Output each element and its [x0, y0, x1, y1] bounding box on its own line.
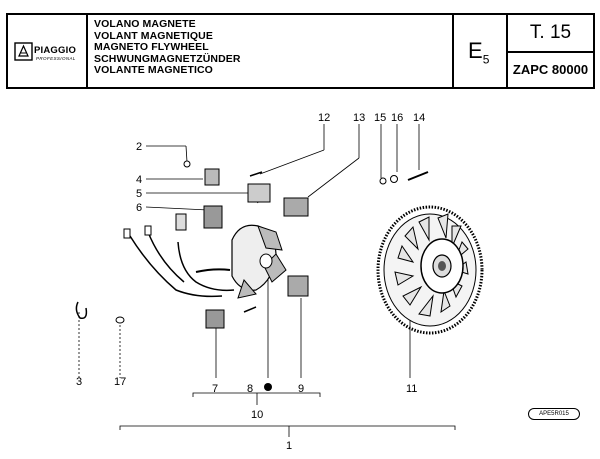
small-parts	[75, 160, 429, 391]
section-letter: E	[468, 38, 483, 63]
callout-8: 8	[247, 383, 253, 395]
callout-13: 13	[353, 112, 365, 124]
section-subscript: 5	[482, 52, 490, 67]
callout-5: 5	[136, 188, 142, 200]
table-number: T. 15	[508, 15, 593, 53]
callout-9: 9	[298, 383, 304, 395]
callout-17: 17	[114, 376, 126, 388]
callout-4: 4	[136, 174, 142, 186]
callout-6: 6	[136, 202, 142, 214]
title-french: VOLANT MAGNETIQUE	[94, 29, 213, 42]
title-english: MAGNETO FLYWHEEL	[94, 41, 209, 53]
piaggio-logo: PIAGGIO PROFESSIONAL	[14, 41, 82, 65]
callout-16: 16	[391, 112, 403, 124]
logo-brand: PIAGGIO	[34, 45, 77, 56]
reference-cell: T. 15 ZAPC 80000	[508, 15, 593, 87]
callout-7: 7	[212, 383, 218, 395]
stator-plate-part	[123, 213, 287, 299]
title-spanish: VOLANTE MAGNETICO	[94, 64, 213, 76]
title-german: SCHWUNGMAGNETZÜNDER	[94, 52, 241, 65]
flywheel-part	[376, 205, 484, 335]
title-list: VOLANO MAGNETE VOLANT MAGNETIQUE MAGNETO…	[88, 15, 454, 87]
model-code: ZAPC 80000	[512, 62, 589, 77]
callout-1: 1	[286, 440, 292, 452]
callout-11: 11	[406, 383, 417, 395]
callout-14: 14	[413, 112, 425, 124]
title-block: PIAGGIO PROFESSIONAL VOLANO MAGNETE VOLA…	[6, 13, 595, 89]
callout-3: 3	[76, 376, 82, 388]
callout-15: 15	[374, 112, 386, 124]
section-cell: E5	[454, 15, 508, 87]
callout-numbers: 2 4 5 6 12 13 15 16 14 3 17 7 8 9 11 10 …	[76, 112, 425, 452]
title-italian: VOLANO MAGNETE	[94, 18, 196, 30]
section-code: E5	[468, 40, 489, 70]
logo-cell: PIAGGIO PROFESSIONAL	[8, 15, 88, 87]
piaggio-emblem-icon	[14, 42, 33, 61]
drawing-code: APE5R015	[528, 408, 580, 420]
callout-2: 2	[136, 141, 142, 153]
callout-12: 12	[318, 112, 330, 124]
callout-10: 10	[251, 409, 263, 421]
logo-tagline: PROFESSIONAL	[36, 56, 76, 61]
